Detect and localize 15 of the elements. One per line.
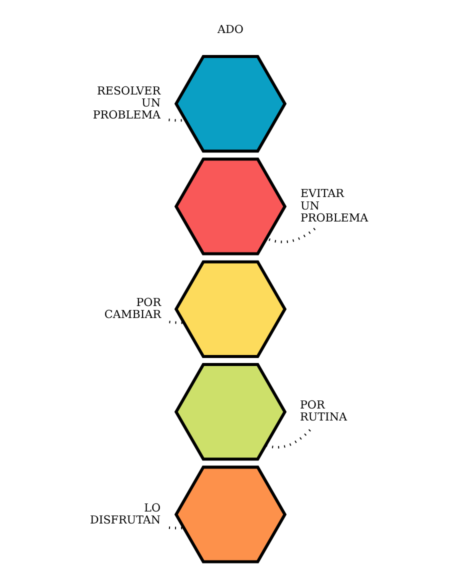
node-hexagon (174, 54, 286, 153)
node-hexagon (174, 466, 286, 564)
node-text: POR RUTINA (299, 398, 347, 424)
connector (168, 320, 184, 324)
node-text: POR CAMBIAR (104, 296, 161, 322)
connector (168, 526, 183, 530)
label: ADO (217, 23, 243, 36)
connector (168, 118, 185, 122)
connector (265, 429, 310, 449)
node-hexagon (174, 363, 286, 461)
node-text: RESOLVER UN PROBLEMA (92, 84, 160, 122)
node-text: EVITAR UN PROBLEMA (300, 187, 368, 224)
node-hexagon (174, 260, 286, 358)
node-hexagon (174, 158, 286, 256)
node-text: LO DISFRUTAN (89, 501, 160, 526)
